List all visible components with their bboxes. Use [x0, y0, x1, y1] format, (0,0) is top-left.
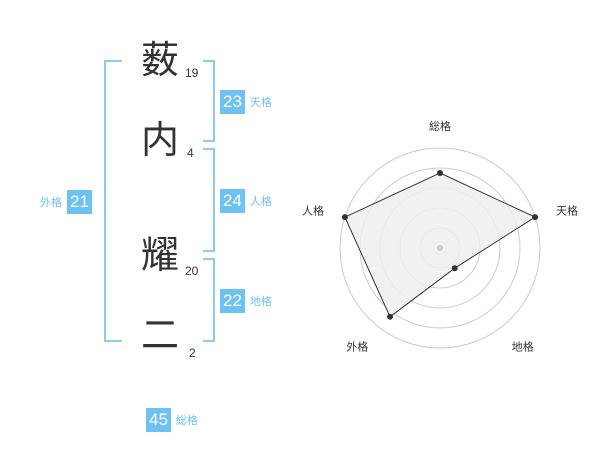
- name-char-3: 耀: [141, 233, 180, 277]
- jinkaku-bracket: [203, 148, 215, 252]
- name-char-1: 薮: [141, 38, 180, 82]
- gaikaku-value: 21: [67, 190, 92, 214]
- tenkaku-label: 天格: [249, 96, 272, 109]
- radar-points: [341, 170, 539, 320]
- chikaku-bracket: [203, 258, 215, 342]
- radar-ring: [339, 147, 541, 349]
- stroke-count-4: 2: [189, 346, 196, 360]
- tenkaku-value: 23: [220, 90, 245, 114]
- soukaku-value: 45: [146, 408, 171, 432]
- jinkaku-value: 24: [220, 189, 245, 213]
- chikaku-badge: 22 地格: [220, 289, 272, 313]
- chikaku-label: 地格: [249, 295, 272, 308]
- radar-axis-label: 外格: [346, 340, 368, 354]
- radar-area: [344, 172, 537, 318]
- radar-axis-label: 人格: [302, 203, 324, 217]
- radar-center-dot: [437, 245, 443, 251]
- stroke-count-2: 4: [187, 146, 194, 160]
- jinkaku-label: 人格: [249, 195, 272, 208]
- stroke-count-3: 20: [185, 264, 199, 278]
- radar-point: [387, 313, 394, 320]
- outer-bracket: [104, 60, 122, 342]
- soukaku-badge: 45 総格: [146, 408, 198, 432]
- radar-point: [532, 214, 539, 221]
- name-char-4: 二: [141, 313, 180, 357]
- gaikaku-label: 外格: [40, 196, 62, 209]
- radar-point: [451, 265, 458, 272]
- tenkaku-bracket: [203, 60, 215, 142]
- name-char-2: 内: [141, 118, 180, 162]
- gaikaku-badge: 外格 21: [40, 190, 92, 214]
- radar-point: [341, 214, 348, 221]
- tenkaku-badge: 23 天格: [220, 90, 272, 114]
- radar-point: [437, 170, 443, 176]
- chikaku-value: 22: [220, 289, 245, 313]
- stroke-count-1: 19: [185, 66, 199, 80]
- radar-axis-label: 地格: [512, 340, 534, 354]
- radar-axis-label: 天格: [556, 203, 578, 217]
- radar-axis-label: 総格: [429, 119, 451, 133]
- soukaku-label: 総格: [175, 414, 198, 427]
- jinkaku-badge: 24 人格: [220, 189, 272, 213]
